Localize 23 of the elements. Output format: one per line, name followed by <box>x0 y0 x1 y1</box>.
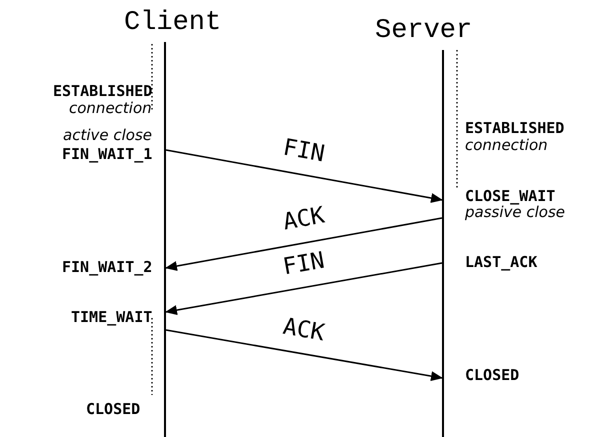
state-name: FIN_WAIT_2 <box>62 259 152 276</box>
state-name: CLOSED <box>465 367 520 384</box>
message-label: FIN <box>281 134 327 168</box>
message-label: ACK <box>281 314 326 346</box>
message-label: FIN <box>281 247 326 280</box>
state-name: CLOSE_WAIT <box>465 188 556 205</box>
state-note: passive close <box>465 204 566 221</box>
state-note: active close <box>63 127 152 144</box>
state-name: LAST_ACK <box>465 254 538 271</box>
participant-name: Client <box>124 8 221 38</box>
participant-name: Server <box>375 16 472 46</box>
message-arrow <box>166 329 443 382</box>
message-arrow <box>166 149 443 203</box>
state-name: ESTABLISHED <box>465 120 564 137</box>
message-label: ACK <box>281 202 327 236</box>
message-arrow <box>165 217 442 271</box>
message-arrow <box>165 262 442 315</box>
state-note: connection <box>465 137 548 154</box>
state-name: ESTABLISHED <box>53 83 152 100</box>
state-name: TIME_WAIT <box>71 309 152 326</box>
state-note: connection <box>69 100 152 117</box>
state-name: CLOSED <box>86 401 140 418</box>
state-name: FIN_WAIT_1 <box>62 146 152 163</box>
